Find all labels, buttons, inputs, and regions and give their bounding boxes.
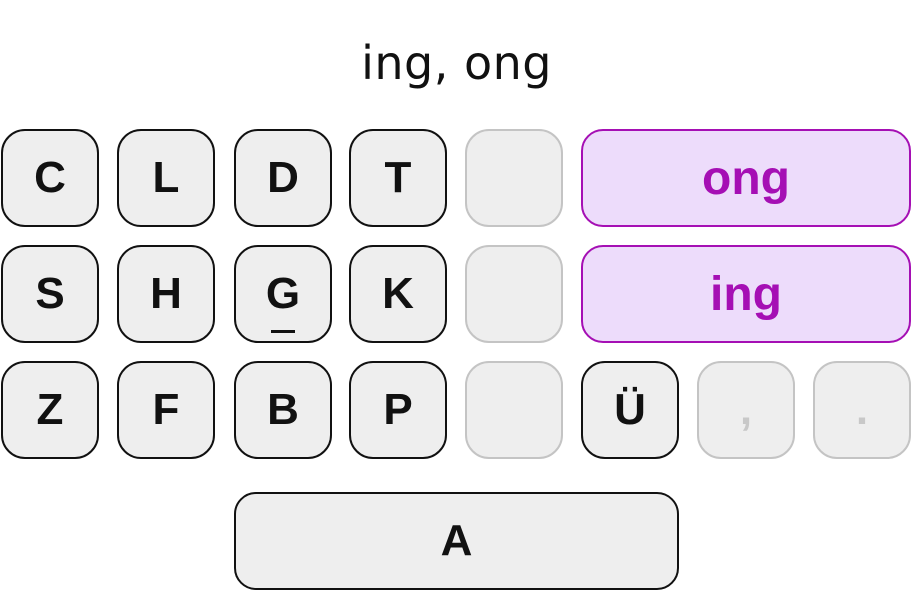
key-h[interactable]: H <box>117 245 215 343</box>
final-ing-key[interactable]: ing <box>581 245 911 343</box>
key-g[interactable]: G <box>234 245 332 343</box>
key-l[interactable]: L <box>117 129 215 227</box>
key-f[interactable]: F <box>117 361 215 459</box>
key-g-label: G <box>265 269 301 333</box>
key-k[interactable]: K <box>349 245 447 343</box>
key-t[interactable]: T <box>349 129 447 227</box>
key-d[interactable]: D <box>234 129 332 227</box>
key-comma[interactable]: , <box>697 361 795 459</box>
final-ong-key[interactable]: ong <box>581 129 911 227</box>
page-title: ing, ong <box>361 36 552 90</box>
key-b[interactable]: B <box>234 361 332 459</box>
blank-key-row2[interactable] <box>465 245 563 343</box>
key-u-umlaut[interactable]: Ü <box>581 361 679 459</box>
key-z[interactable]: Z <box>1 361 99 459</box>
blank-key-row1[interactable] <box>465 129 563 227</box>
blank-key-row3[interactable] <box>465 361 563 459</box>
key-p[interactable]: P <box>349 361 447 459</box>
key-c[interactable]: C <box>1 129 99 227</box>
key-a[interactable]: A <box>234 492 679 590</box>
key-s[interactable]: S <box>1 245 99 343</box>
key-period[interactable]: . <box>813 361 911 459</box>
